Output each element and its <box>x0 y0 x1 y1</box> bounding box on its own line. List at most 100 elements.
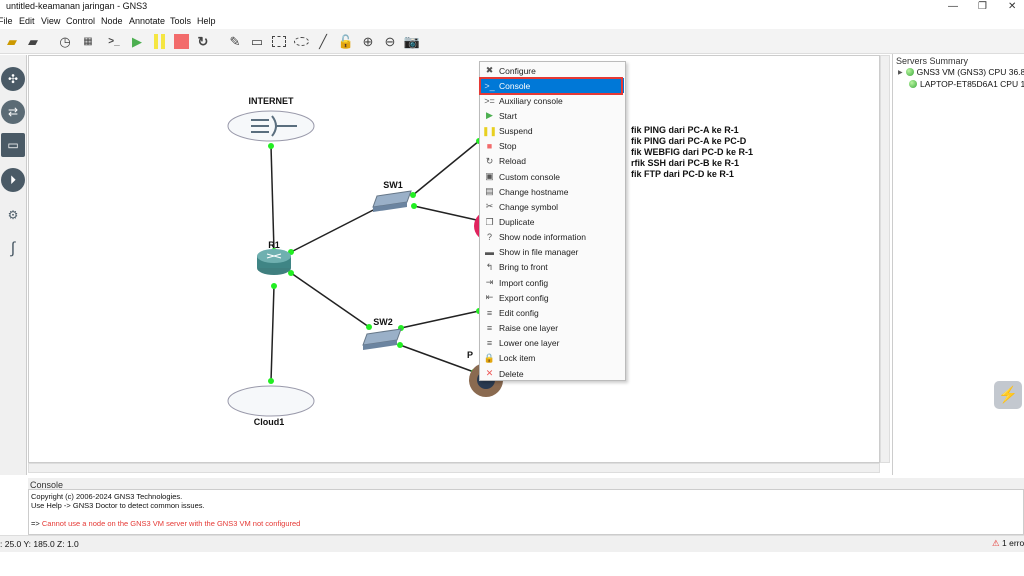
switch-sw1-icon <box>372 190 412 212</box>
end-devices-icon[interactable]: ▭ <box>1 133 25 157</box>
menu-item-show-node-information[interactable]: ?Show node information <box>481 230 624 245</box>
menu-help[interactable]: Help <box>197 16 216 26</box>
add-link-icon[interactable]: ∫ <box>10 240 16 257</box>
suspend-all-icon[interactable] <box>150 33 168 50</box>
menu-item-reload[interactable]: ↻Reload <box>481 154 624 169</box>
link-internet-r1 <box>270 145 275 252</box>
zoom-out-icon[interactable]: ⊖ <box>384 33 396 49</box>
snapshot-icon[interactable]: ◷ <box>59 33 71 49</box>
menu-control[interactable]: Control <box>66 16 96 26</box>
menu-file[interactable]: File <box>0 16 13 26</box>
menu-item-label: Lower one layer <box>499 338 560 349</box>
stop-icon: ■ <box>486 141 493 152</box>
open-project-icon[interactable]: ▰ <box>28 33 38 49</box>
annotation-text[interactable]: fik PING dari PC-A ke R-1 <box>631 125 739 135</box>
menu-edit[interactable]: Edit <box>19 16 35 26</box>
menu-item-label: Duplicate <box>499 217 535 227</box>
menu-tools[interactable]: Tools <box>170 16 192 26</box>
annotation-text[interactable]: fik FTP dari PC-D ke R-1 <box>631 169 734 179</box>
menu-item-label: Show node information <box>499 232 586 243</box>
menu-item-bring-to-front[interactable]: ↰Bring to front <box>481 260 624 275</box>
console-title: Console <box>30 480 64 490</box>
minimize-button[interactable]: — <box>948 1 958 12</box>
menu-item-raise-one-layer[interactable]: ≡Raise one layer <box>481 321 624 336</box>
lock-icon[interactable]: 🔓 <box>337 33 355 49</box>
servers-summary-title: Servers Summary <box>896 56 969 66</box>
server-item[interactable]: ▶GNS3 VM (GNS3) CPU 36.8... <box>898 67 1024 77</box>
draw-ellipse-icon[interactable] <box>292 33 310 50</box>
insert-picture-icon[interactable]: ▭ <box>250 33 264 49</box>
pause-icon: ❚❚ <box>481 125 498 136</box>
node-label-sw1[interactable]: SW1 <box>383 180 403 190</box>
server-label: LAPTOP-ET85D6A1 CPU 10... <box>920 79 1024 89</box>
new-project-icon[interactable]: ▰ <box>7 33 17 49</box>
menu-item-label: Auxiliary console <box>499 95 563 106</box>
node-label-r1[interactable]: R1 <box>268 240 280 250</box>
horizontal-scrollbar[interactable] <box>28 463 880 473</box>
annotation-text[interactable]: fik PING dari PC-A ke PC-D <box>631 136 747 146</box>
menu-item-show-in-file-manager[interactable]: ▬Show in file manager <box>481 245 624 260</box>
annotation-text[interactable]: fik WEBFIG dari PC-D ke R-1 <box>631 147 754 157</box>
menu-item-change-symbol[interactable]: ✂Change symbol <box>481 199 624 214</box>
cursor-coordinates: : 25.0 Y: 185.0 Z: 1.0 <box>0 539 79 549</box>
menu-view[interactable]: View <box>41 16 61 26</box>
menu-item-suspend[interactable]: ❚❚Suspend <box>481 124 624 139</box>
start-all-icon[interactable]: ▶ <box>132 33 142 49</box>
menu-item-label: Import config <box>499 277 549 288</box>
add-note-icon[interactable]: ✎ <box>229 33 241 49</box>
screenshot-icon[interactable]: 📷 <box>403 33 421 49</box>
gns3-assistant-icon[interactable]: ⚡ <box>994 381 1022 409</box>
menu-item-custom-console[interactable]: ▣Custom console <box>481 169 624 184</box>
menu-node[interactable]: Node <box>101 16 123 26</box>
menu-item-import-config[interactable]: ⇥Import config <box>481 275 624 290</box>
play-icon: ▶ <box>486 110 493 121</box>
draw-rectangle-icon[interactable] <box>270 33 288 50</box>
console-all-icon[interactable]: >_ <box>108 36 120 47</box>
topology-canvas[interactable]: INTERNET R1 SW1 SW2 Cloud1 P fik PING da… <box>28 55 880 463</box>
menu-item-console[interactable]: >_Console <box>481 78 624 94</box>
error-indicator[interactable]: ⚠ 1 error <box>992 538 1024 549</box>
node-label-cloud1[interactable]: Cloud1 <box>253 417 285 427</box>
menu-item-label: Start <box>499 110 517 121</box>
menu-item-start[interactable]: ▶ Start <box>481 108 624 123</box>
reload-all-icon[interactable]: ↻ <box>197 33 209 49</box>
all-devices-icon[interactable]: ⚙ <box>7 208 19 222</box>
zoom-in-icon[interactable]: ⊕ <box>362 33 374 49</box>
show-interface-labels-icon[interactable]: ▦ <box>83 36 93 47</box>
menu-item-label: Suspend <box>499 126 533 137</box>
menu-item-auxiliary-console[interactable]: >= Auxiliary console <box>481 93 624 108</box>
switches-icon[interactable]: ⇄ <box>1 100 25 124</box>
menu-item-configure[interactable]: ✖Configure <box>481 63 624 78</box>
menu-annotate[interactable]: Annotate <box>129 16 166 26</box>
security-devices-icon[interactable]: ⏵ <box>1 168 25 192</box>
menu-item-export-config[interactable]: ⇤Export config <box>481 290 624 305</box>
menu-item-lower-one-layer[interactable]: ≡Lower one layer <box>481 336 624 351</box>
server-item[interactable]: LAPTOP-ET85D6A1 CPU 10... <box>909 79 1024 89</box>
close-button[interactable]: ✕ <box>1008 1 1017 12</box>
draw-line-icon[interactable]: ╱ <box>319 33 327 49</box>
menu-item-change-hostname[interactable]: ▤Change hostname <box>481 184 624 199</box>
menu-item-stop[interactable]: ■Stop <box>481 139 624 154</box>
cloud1-icon <box>227 385 315 417</box>
menu-item-delete[interactable]: ✕Delete <box>481 366 624 381</box>
annotation-text[interactable]: rfik SSH dari PC-B ke R-1 <box>631 158 740 168</box>
vertical-scrollbar[interactable] <box>880 55 890 463</box>
device-toolbar: ✣ ⇄ ▭ ⏵ ⚙ ∫ <box>0 55 27 475</box>
menu-item-edit-config[interactable]: ≡Edit config <box>481 305 624 320</box>
node-label-pc[interactable]: P <box>466 350 474 360</box>
menu-item-label: Custom console <box>499 171 560 182</box>
console-output[interactable]: Copyright (c) 2006-2024 GNS3 Technologie… <box>28 489 1024 535</box>
routers-icon[interactable]: ✣ <box>1 67 25 91</box>
maximize-button[interactable]: ❐ <box>978 1 987 12</box>
menu-item-lock-item[interactable]: 🔒Lock item <box>481 351 624 366</box>
duplicate-icon: ❐ <box>485 216 494 227</box>
menu-item-label: Edit config <box>499 307 539 318</box>
reload-icon: ↻ <box>485 155 494 166</box>
stop-all-icon[interactable] <box>172 33 190 50</box>
node-label-internet[interactable]: INTERNET <box>248 96 294 106</box>
menu-item-duplicate[interactable]: ❐ Duplicate <box>481 215 624 230</box>
terminal-icon: >_ <box>484 80 495 91</box>
aux-terminal-icon: >= <box>484 95 495 106</box>
node-label-sw2[interactable]: SW2 <box>373 317 393 327</box>
console-line: Use Help -> GNS3 Doctor to detect common… <box>31 501 205 510</box>
